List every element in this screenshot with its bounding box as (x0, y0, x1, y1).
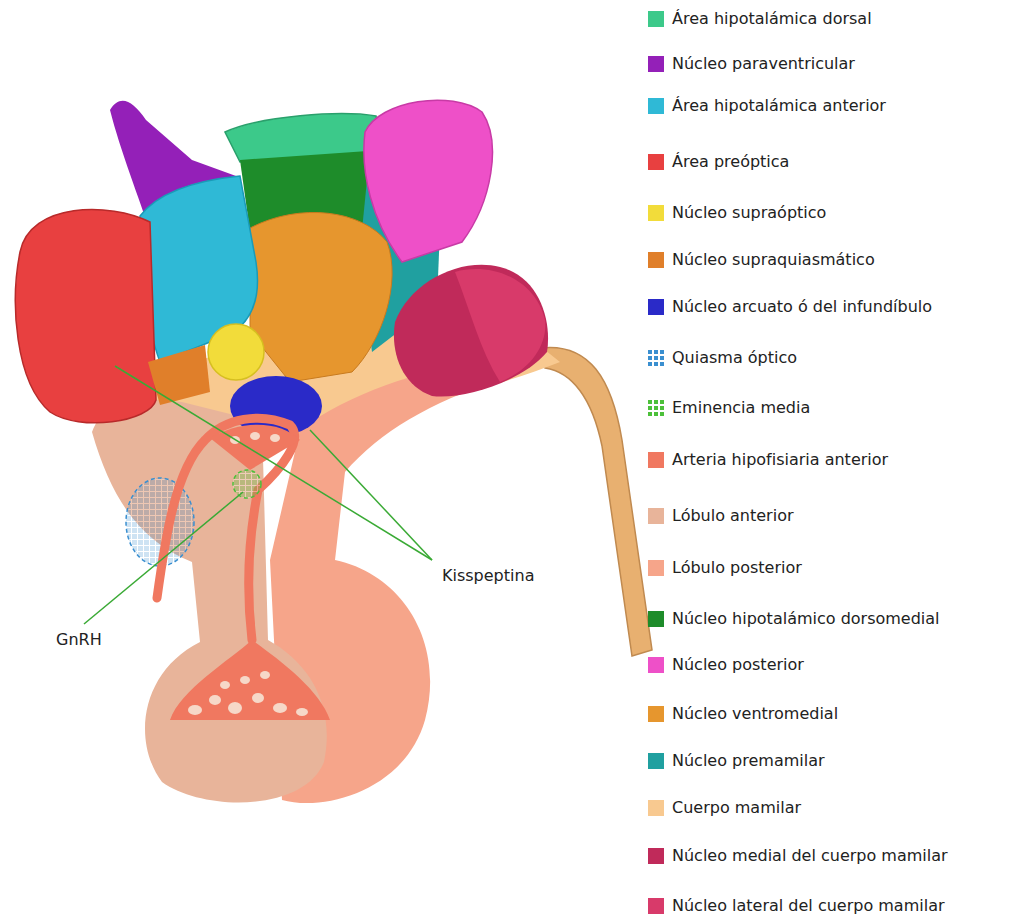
ventromedial-nucleus (250, 212, 392, 382)
legend-swatch (648, 560, 664, 576)
medial-mammillary-nucleus (394, 265, 548, 397)
legend-swatch (648, 706, 664, 722)
legend-swatch (648, 350, 664, 366)
legend-swatch (648, 11, 664, 27)
legend-text: Núcleo medial del cuerpo mamilar (672, 846, 948, 866)
legend-swatch (648, 611, 664, 627)
legend-swatch (648, 898, 664, 914)
legend-swatch (648, 299, 664, 315)
legend-swatch (648, 452, 664, 468)
legend-text: Área hipotalámica dorsal (672, 9, 872, 29)
legend-swatch (648, 800, 664, 816)
legend-swatch (648, 848, 664, 864)
suprachiasmatic-nucleus (148, 345, 210, 405)
legend-swatch (648, 252, 664, 268)
legend-text: Núcleo ventromedial (672, 704, 838, 724)
legend-text: Cuerpo mamilar (672, 798, 801, 818)
legend-swatch (648, 98, 664, 114)
legend-text: Núcleo arcuato ó del infundíbulo (672, 297, 932, 317)
legend-text: Núcleo paraventricular (672, 54, 855, 74)
legend-text: Núcleo hipotalámico dorsomedial (672, 609, 940, 629)
legend-swatch (648, 56, 664, 72)
supraoptic-nucleus (208, 324, 264, 380)
legend-swatch (648, 753, 664, 769)
callout-label: GnRH (54, 630, 104, 649)
lateral-mammillary-nucleus (455, 269, 545, 382)
posterior-nucleus (364, 100, 493, 262)
legend-swatch (648, 657, 664, 673)
legend-swatch (648, 205, 664, 221)
callout-label: Kisspeptina (440, 566, 536, 585)
legend-text: Núcleo supraquiasmático (672, 250, 875, 270)
optic-tract (540, 347, 652, 656)
legend-text: Núcleo supraóptico (672, 203, 826, 223)
legend-text: Lóbulo posterior (672, 558, 802, 578)
legend-text: Lóbulo anterior (672, 506, 794, 526)
legend-swatch (648, 508, 664, 524)
legend-swatch (648, 400, 664, 416)
leader-lines (84, 366, 432, 624)
legend-text: Eminencia media (672, 398, 810, 418)
legend-text: Quiasma óptico (672, 348, 797, 368)
median-eminence (233, 470, 261, 498)
legend-swatch (648, 154, 664, 170)
secondary-plexus (170, 640, 330, 720)
legend-text: Núcleo posterior (672, 655, 804, 675)
preoptic-area (15, 210, 156, 423)
legend-text: Núcleo lateral del cuerpo mamilar (672, 896, 945, 916)
plexus-holes (188, 432, 308, 716)
legend-text: Área hipotalámica anterior (672, 96, 886, 116)
legend-text: Área preóptica (672, 152, 789, 172)
anterior-lobe (92, 400, 327, 803)
legend-text: Núcleo premamilar (672, 751, 825, 771)
legend-text: Arteria hipofisiaria anterior (672, 450, 888, 470)
